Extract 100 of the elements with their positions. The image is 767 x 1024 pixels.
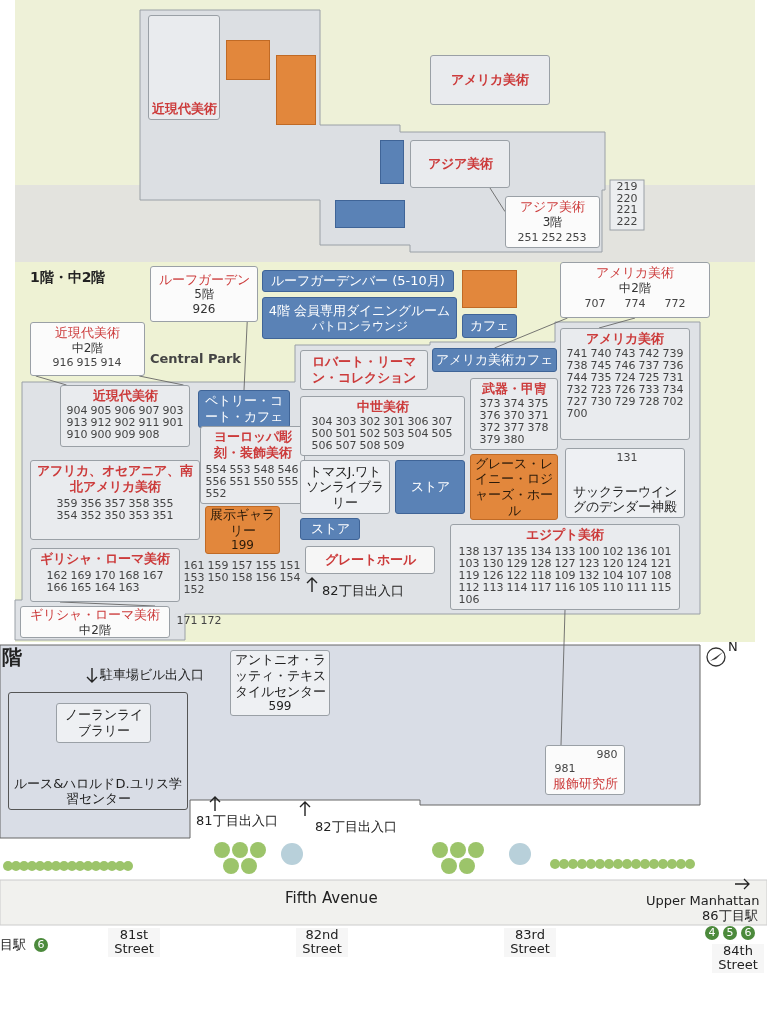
dining-area: [262, 297, 457, 339]
area-name: トマスJ.ワトソンライブラリー: [305, 463, 385, 511]
room-number: 100: [577, 546, 601, 559]
room-number: 126: [481, 570, 505, 583]
room-number: 101: [649, 546, 673, 559]
room-number: 157: [230, 560, 254, 573]
room-number: 707: [583, 298, 607, 311]
room-number: 152: [182, 584, 206, 597]
gallery-area: [200, 426, 305, 504]
area-name: アメリカ美術: [451, 72, 529, 88]
dining-area: [380, 140, 404, 184]
room-number: 371: [526, 410, 550, 423]
floor-heading: 階: [2, 646, 22, 668]
room-number: 167: [141, 570, 165, 583]
room-number: 912: [89, 417, 113, 430]
exhibition-hall: [205, 506, 280, 554]
room-number: 171: [175, 615, 199, 628]
room-number: 741: [565, 348, 589, 361]
room-number: 219: [615, 181, 639, 194]
room-number: 121: [649, 558, 673, 571]
entrance-label: 81丁目出入口: [196, 814, 278, 829]
floor-label: 599: [268, 699, 292, 714]
room-number: 980: [595, 749, 619, 762]
gallery-area: [560, 328, 690, 440]
area-name: アントニオ・ラッティ・テキスタイルセンター: [233, 652, 327, 700]
room-number: 103: [457, 558, 481, 571]
dining-area: [300, 518, 360, 540]
area-name: アジア美術: [520, 199, 585, 215]
area-name: 服飾研究所: [552, 776, 618, 792]
hall-area: [305, 546, 435, 574]
dining-area: [198, 390, 290, 428]
dining-area: [462, 314, 517, 338]
area-name: アメリカ美術: [586, 331, 664, 347]
street-name: 84th Street: [712, 944, 764, 973]
room-number: 729: [613, 396, 637, 409]
room-number: 378: [526, 422, 550, 435]
area-name: ロバート・リーマン・コレクション: [311, 354, 417, 386]
leader-line: [560, 609, 566, 746]
room-number: 908: [137, 429, 161, 442]
floor-label: パトロンラウンジ: [311, 318, 408, 333]
room-number: 373: [478, 398, 502, 411]
room-number: 304: [310, 416, 334, 429]
room-number: 118: [529, 570, 553, 583]
street-name: 83rd Street: [504, 928, 556, 957]
room-number: 731: [661, 372, 685, 385]
area-name: ルーフガーデンバー (5-10月): [271, 273, 445, 289]
street-name: Fifth Avenue: [285, 890, 378, 907]
room-number: 555: [276, 476, 300, 489]
room-number: 130: [481, 558, 505, 571]
room-number: 353: [127, 510, 151, 523]
inset-floor-plan: [30, 322, 145, 376]
room-number: 107: [625, 570, 649, 583]
room-number: 910: [65, 429, 89, 442]
gallery-area: [148, 15, 220, 120]
gallery-area: [450, 524, 680, 610]
room-number: 738: [565, 360, 589, 373]
area-name: サックラーウイングのデンダー神殿: [572, 483, 678, 515]
room-number: 505: [430, 428, 454, 441]
subway-line-badge: 6: [34, 938, 48, 952]
room-number: 123: [577, 558, 601, 571]
floor-heading: 1階・中2階: [30, 270, 106, 286]
room-number: 548: [252, 464, 276, 477]
room-number: 746: [613, 360, 637, 373]
room-number: 303: [334, 416, 358, 429]
room-number: 732: [565, 384, 589, 397]
room-number: 743: [613, 348, 637, 361]
room-number: 374: [502, 398, 526, 411]
room-number: 909: [113, 429, 137, 442]
room-number: 119: [457, 570, 481, 583]
room-number: 901: [161, 417, 185, 430]
room-number: 359: [55, 498, 79, 511]
park-name: Central Park: [150, 352, 241, 367]
area-name: カフェ: [470, 318, 509, 334]
room-number: 162: [45, 570, 69, 583]
leader-line: [494, 317, 568, 349]
floor-label: 3階: [542, 214, 563, 229]
floor-label: 926: [192, 301, 216, 317]
room-number: 915: [75, 357, 99, 370]
room-number: 168: [117, 570, 141, 583]
room-number: 904: [65, 405, 89, 418]
inset-floor-plan: [505, 196, 600, 248]
subway-line-badge: 5: [723, 926, 737, 940]
area-name: ギリシャ・ローマ美術: [40, 551, 170, 567]
area-name: ヨーロッパ彫刻・装飾美術: [212, 429, 293, 461]
room-number: 726: [613, 384, 637, 397]
leader-line: [35, 375, 67, 386]
room-number: 739: [661, 348, 685, 361]
gallery-area: [410, 140, 510, 188]
room-number: 165: [69, 582, 93, 595]
room-number: 137: [481, 546, 505, 559]
leader-line: [598, 317, 636, 329]
room-number: 916: [51, 357, 75, 370]
room-number: 740: [589, 348, 613, 361]
dining-area: [262, 270, 454, 292]
floor-label: 5階: [194, 287, 214, 302]
room-number: 377: [502, 422, 526, 435]
area-name: 武器・甲冑: [481, 381, 547, 397]
room-number: 357: [103, 498, 127, 511]
room-number: 700: [565, 408, 589, 421]
place-name: Upper Manhattan: [646, 894, 760, 909]
